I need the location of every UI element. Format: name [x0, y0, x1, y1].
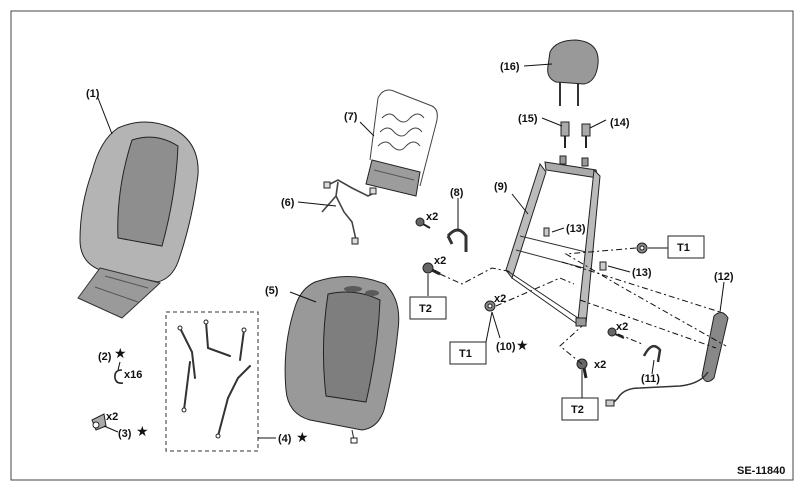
bolt-x2-8 [415, 217, 431, 229]
nut-t1 [636, 242, 648, 254]
svg-text:T2: T2 [419, 303, 432, 315]
leader-lines [97, 63, 725, 433]
wire-set-part [165, 311, 276, 452]
qty-bolt-11: x2 [616, 321, 628, 333]
qty-part-2: x16 [124, 369, 142, 381]
nut-10 [484, 300, 496, 312]
bolt-t2-upper [422, 262, 441, 276]
label-part-13a: (13) [566, 223, 586, 235]
headrest-guide-14 [581, 123, 591, 148]
torque-box-t1-lower: T1 [449, 341, 487, 365]
label-part-12: (12) [714, 271, 734, 283]
bracket-part-11 [642, 344, 662, 363]
torque-box-t2-lower: T2 [561, 397, 599, 421]
label-part-10: (10) [496, 341, 516, 353]
svg-text:T2: T2 [571, 404, 584, 416]
qty-bolt-8: x2 [426, 211, 438, 223]
label-part-16: (16) [500, 61, 520, 73]
label-part-15: (15) [518, 113, 538, 125]
spring-mat-part [365, 89, 438, 197]
bolt-x2-11 [607, 327, 625, 339]
label-part-11: (11) [641, 373, 660, 385]
hook-part [91, 413, 107, 431]
seat-frame-part [505, 155, 601, 327]
star-mark-3: ★ [136, 424, 149, 440]
label-part-6: (6) [281, 197, 295, 209]
label-part-13b: (13) [632, 267, 652, 279]
star-mark-10: ★ [516, 338, 529, 354]
torque-box-t2-upper: T2 [409, 296, 447, 320]
qty-part-3: x2 [106, 411, 118, 423]
torque-box-t1: T1 [667, 235, 705, 259]
svg-text:T1: T1 [677, 242, 690, 254]
headrest-part [547, 39, 599, 106]
star-mark-4: ★ [296, 430, 309, 446]
star-mark-2: ★ [114, 346, 127, 362]
headrest-guide-15 [560, 121, 570, 148]
assembly-lines [439, 247, 727, 365]
cap-part-13b [599, 261, 607, 271]
diagram-frame [10, 10, 794, 481]
airbag-module-part [605, 312, 729, 407]
qty-bolt-t2a: x2 [434, 255, 446, 267]
qty-nut-10: x2 [494, 293, 506, 305]
label-part-4: (4) [278, 433, 292, 445]
label-part-14: (14) [610, 117, 630, 129]
label-part-9: (9) [494, 181, 508, 193]
seat-back-pad-part [284, 275, 400, 444]
bracket-part [446, 228, 468, 252]
label-part-3: (3) [118, 428, 132, 440]
figure-code: SE-11840 [737, 465, 785, 477]
label-part-1: (1) [86, 88, 100, 100]
label-part-2: (2) [98, 351, 112, 363]
harness-part [321, 179, 377, 245]
clip-part [114, 369, 124, 384]
label-part-5: (5) [265, 285, 279, 297]
qty-bolt-t2b: x2 [594, 359, 606, 371]
seat-back-cover-part [77, 121, 199, 319]
svg-text:T1: T1 [459, 348, 472, 360]
label-part-7: (7) [344, 111, 358, 123]
label-part-8: (8) [450, 187, 464, 199]
cap-part-13a [543, 227, 550, 237]
